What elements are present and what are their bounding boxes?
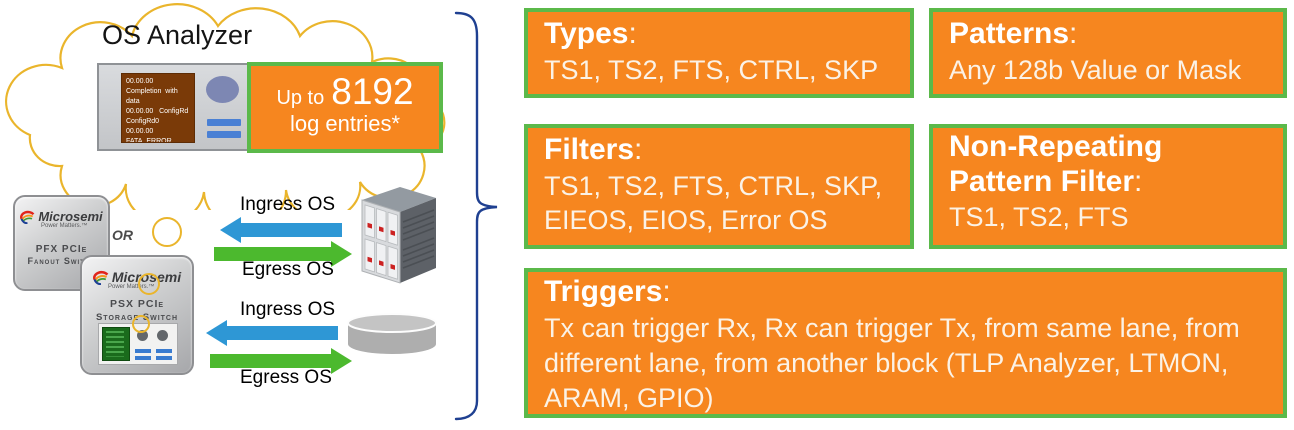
patterns-title: Patterns: — [949, 16, 1267, 52]
triggers-body: Tx can trigger Rx, Rx can trigger Tx, fr… — [544, 313, 1240, 414]
mini-knob-icon — [157, 330, 168, 341]
patterns-box: Patterns: Any 128b Value or Mask — [929, 8, 1287, 98]
os-analyzer-title: OS Analyzer — [102, 20, 253, 50]
mini-bar-icon — [135, 356, 151, 360]
device-indicator-bar-icon — [207, 119, 241, 126]
types-body: TS1, TS2, FTS, CTRL, SKP — [544, 55, 879, 85]
non-repeating-title-text: Non-Repeating Pattern Filter — [949, 130, 1163, 198]
badge-suffix: log entries* — [289, 111, 401, 136]
microsemi-brand-row: Microsemi — [82, 269, 192, 285]
egress-arrow-icon — [210, 348, 352, 374]
ingress-arrow-icon — [220, 217, 342, 243]
badge-prefix: Up to — [276, 87, 325, 109]
log-line: FATA_ERROR — [126, 137, 172, 143]
mini-bar-icon — [156, 349, 172, 353]
microsemi-brand-row: Microsemi — [15, 209, 108, 224]
microsemi-tagline: Power Matters.™ — [108, 284, 155, 290]
thought-bubble-icon — [138, 273, 160, 295]
filters-title-text: Filters — [544, 133, 635, 166]
triggers-box: Triggers: Tx can trigger Rx, Rx can trig… — [524, 268, 1287, 418]
non-repeating-title-colon: : — [1134, 164, 1143, 198]
log-line: 00.00.00 ConfigRd — [126, 107, 189, 115]
microsemi-swirl-icon — [92, 270, 109, 285]
egress-os-label: Egress OS — [242, 259, 334, 280]
mini-bar-icon — [156, 356, 172, 360]
ingress-os-label: Ingress OS — [240, 299, 336, 320]
microsemi-tagline: Power Matters.™ — [41, 223, 88, 229]
filters-title: Filters: — [544, 132, 894, 168]
server-icon — [361, 187, 436, 284]
badge-count: 8192 — [331, 71, 414, 112]
non-repeating-filter-box: Non-Repeating Pattern Filter: TS1, TS2, … — [929, 124, 1287, 249]
filters-box: Filters: TS1, TS2, FTS, CTRL, SKP, EIEOS… — [524, 124, 914, 249]
badge-line1: Up to 8192 — [251, 71, 439, 113]
log-line: data — [126, 97, 140, 105]
mini-screen-icon — [102, 327, 130, 361]
log-line: 00.00.00 — [126, 78, 154, 85]
types-title-colon: : — [628, 17, 637, 50]
patterns-title-text: Patterns — [949, 17, 1070, 50]
ingress-os-label: Ingress OS — [240, 194, 336, 215]
mini-bar-icon — [135, 349, 151, 353]
triggers-title-text: Triggers — [544, 275, 663, 308]
triggers-title-colon: : — [662, 275, 671, 308]
filters-body: TS1, TS2, FTS, CTRL, SKP, EIEOS, EIOS, E… — [544, 171, 883, 236]
patterns-title-colon: : — [1069, 17, 1078, 50]
device-knob-icon — [206, 76, 239, 103]
analyzer-log-screen: 00.00.00 Completion with data 00.00.00 C… — [121, 73, 195, 143]
triggers-title: Triggers: — [544, 274, 1267, 310]
filters-title-colon: : — [634, 133, 643, 166]
microsemi-swirl-icon — [20, 210, 35, 224]
ingress-arrow-icon — [206, 320, 338, 346]
thought-bubble-icon — [132, 315, 150, 333]
microsemi-wordmark: Microsemi — [38, 209, 103, 224]
device-indicator-bar-icon — [207, 131, 241, 138]
pfx-chip-label-line1: PFX PCIe — [35, 244, 88, 255]
mini-knob-icon — [137, 330, 148, 341]
psx-chip-label-line1: PSX PCIe — [109, 298, 165, 310]
brace-icon — [454, 11, 498, 421]
non-repeating-title: Non-Repeating Pattern Filter: — [949, 130, 1267, 199]
disk-icon — [347, 313, 437, 354]
egress-arrow-icon — [214, 241, 352, 267]
log-line: Completion with — [126, 87, 178, 95]
patterns-body: Any 128b Value or Mask — [949, 55, 1242, 85]
thought-bubble-icon — [152, 217, 182, 247]
types-title-text: Types — [544, 17, 629, 50]
types-box: Types: TS1, TS2, FTS, CTRL, SKP — [524, 8, 914, 98]
or-label: OR — [112, 227, 133, 243]
log-line: ConfigRd0 — [126, 117, 160, 125]
non-repeating-body: TS1, TS2, FTS — [949, 202, 1129, 232]
log-line: 00.00.00 — [126, 127, 154, 135]
pfx-chip-label-line2: Fanout Switch — [27, 256, 96, 266]
types-title: Types: — [544, 16, 894, 52]
egress-os-label: Egress OS — [240, 367, 332, 388]
log-entries-badge: Up to 8192 log entries* — [247, 62, 443, 153]
